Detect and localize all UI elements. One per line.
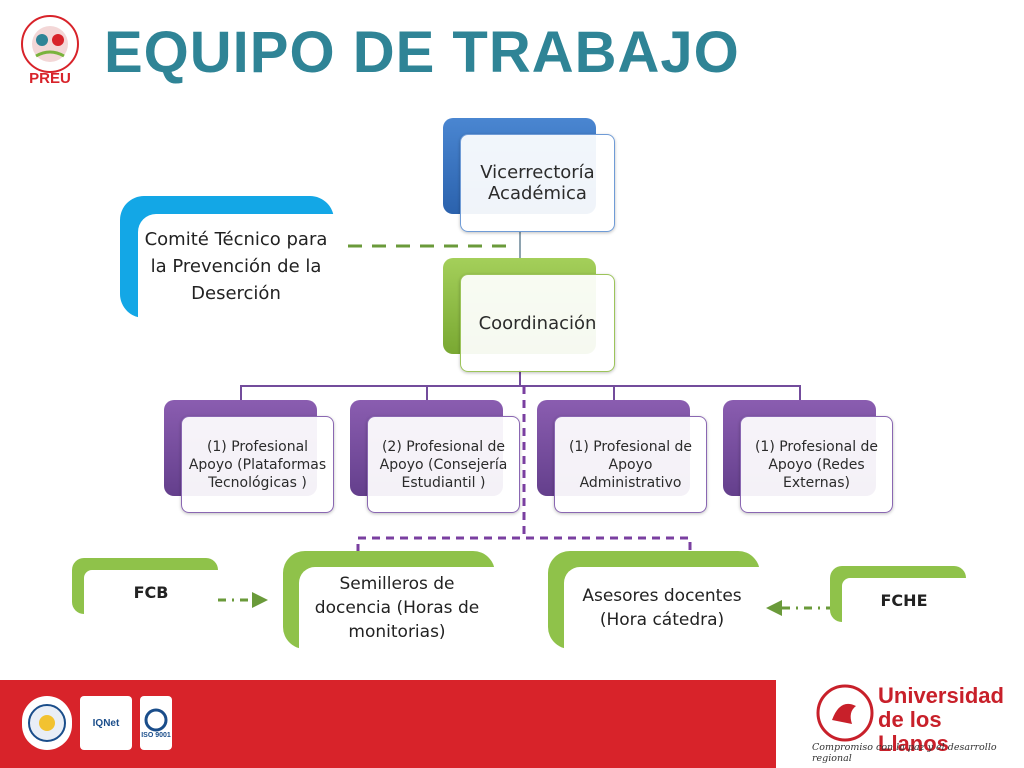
- unillanos-logo: [816, 684, 874, 742]
- iqnet-label: IQNet: [92, 717, 120, 729]
- university-name: Universidad de los Llanos: [878, 683, 1004, 756]
- preu-logo-text: PREU: [29, 70, 71, 87]
- fcb-node: FCB: [84, 570, 218, 614]
- certification-seal-colombia: [22, 696, 72, 750]
- fche-node: FCHE: [842, 578, 966, 622]
- asesores-node: Asesores docentes (Hora cátedra): [564, 567, 760, 649]
- prof3-node: (1) Profesional de Apoyo Administrativo: [554, 416, 707, 513]
- prof1-node: (1) Profesional Apoyo (Plataformas Tecno…: [181, 416, 334, 513]
- iso-label: ISO 9001: [141, 731, 171, 739]
- preu-logo: [8, 8, 92, 92]
- footer-university-area: [776, 680, 1024, 768]
- coordinacion-node: Coordinación: [460, 274, 615, 372]
- arrow-fcb-semilleros: [252, 592, 268, 608]
- page-title: EQUIPO DE TRABAJO: [104, 20, 740, 85]
- certification-iqnet: IQNet: [80, 696, 132, 750]
- connector-dashed-bus: [356, 536, 692, 552]
- vicerrectoria-node: Vicerrectoría Académica: [460, 134, 615, 232]
- iso-seal-icon: [144, 708, 168, 731]
- prof4-node: (1) Profesional de Apoyo (Redes Externas…: [740, 416, 893, 513]
- arrow-fche-asesores: [766, 600, 782, 616]
- university-tagline: Compromiso con la paz y el desarrollo re…: [812, 742, 997, 764]
- certification-iso: ISO 9001: [140, 696, 172, 750]
- comite-label: Comité Técnico para la Prevención de la …: [138, 214, 334, 318]
- semilleros-node: Semilleros de docencia (Horas de monitor…: [299, 567, 495, 649]
- prof2-node: (2) Profesional de Apoyo (Consejería Est…: [367, 416, 520, 513]
- connector-purple-bus: [240, 385, 801, 402]
